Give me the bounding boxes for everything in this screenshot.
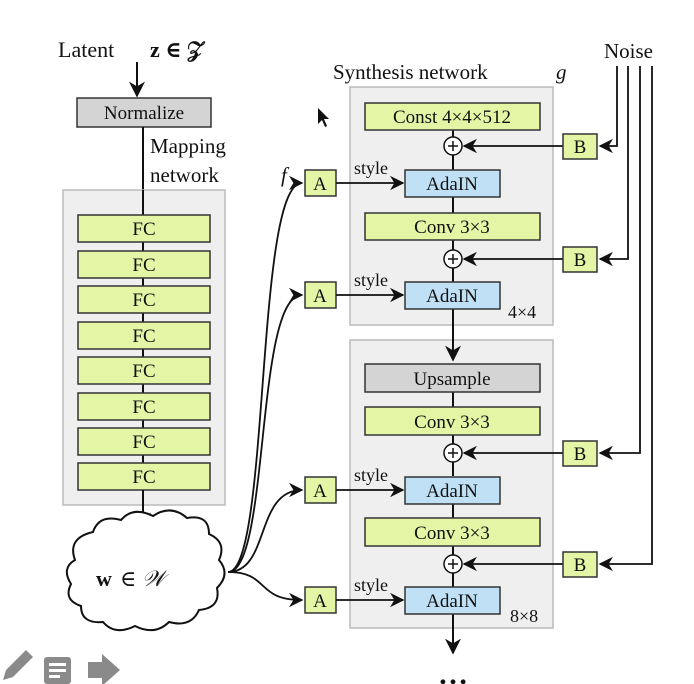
adain-label: AdaIN <box>426 481 478 502</box>
style-label: style <box>354 158 388 178</box>
conv-box <box>364 517 541 547</box>
w-to-a-connector <box>227 287 304 573</box>
b-noise-scale-box <box>562 551 598 578</box>
arrow-right-icon[interactable] <box>88 654 120 684</box>
adain-box <box>404 476 501 505</box>
adain-box <box>404 586 501 615</box>
noise-line <box>598 66 629 267</box>
fc-layer <box>77 392 211 421</box>
fc-layer <box>77 356 211 385</box>
fc-label: FC <box>132 432 155 453</box>
fc-label: FC <box>132 467 155 488</box>
upsample-label: Upsample <box>413 369 490 390</box>
fc-layer <box>77 462 211 491</box>
note-icon[interactable] <box>44 657 71 684</box>
b-label: B <box>574 250 587 271</box>
noise-line <box>598 66 641 461</box>
conv-label: Conv 3×3 <box>414 523 490 544</box>
const-box <box>364 102 541 131</box>
adain-label: AdaIN <box>426 286 478 307</box>
adain-label: AdaIN <box>426 591 478 612</box>
a-label: A <box>313 286 327 307</box>
mouse-cursor-icon <box>318 108 329 127</box>
normalize-label: Normalize <box>104 103 184 124</box>
res-4x4-label: 4×4 <box>508 302 536 322</box>
adain-box <box>404 281 501 310</box>
noise-line <box>598 66 618 154</box>
fc-layer <box>77 427 211 456</box>
fc-label: FC <box>132 219 155 240</box>
synthesis-g: g <box>556 60 567 84</box>
mapping-label-1: Mapping <box>150 134 226 158</box>
fc-layer <box>77 321 211 350</box>
const-label: Const 4×4×512 <box>393 107 511 128</box>
b-label: B <box>574 555 587 576</box>
b-label: B <box>574 444 587 465</box>
mapping-f: f <box>281 163 290 187</box>
w-to-a-connector <box>227 482 304 573</box>
conv-box <box>364 406 541 436</box>
fc-layer <box>77 214 211 243</box>
fc-layer <box>77 250 211 279</box>
a-label: A <box>313 591 327 612</box>
a-label: A <box>313 481 327 502</box>
a-affine-box <box>304 476 337 504</box>
w-label: w <box>96 566 112 591</box>
w-cloud <box>65 509 226 632</box>
a-label: A <box>313 174 327 195</box>
ellipsis: … <box>438 658 468 684</box>
noise-label: Noise <box>604 39 653 63</box>
a-affine-box <box>304 281 337 309</box>
conv-label: Conv 3×3 <box>414 412 490 433</box>
synthesis-label: Synthesis network <box>333 60 488 84</box>
conv-label: Conv 3×3 <box>414 217 490 238</box>
adain-box <box>404 169 501 198</box>
conv-box <box>364 212 541 241</box>
style-label: style <box>354 465 388 485</box>
w-to-a-connector <box>227 571 304 608</box>
upsample-box <box>364 363 541 393</box>
w-math: ∈ 𝒲 <box>120 566 170 591</box>
pencil-icon[interactable] <box>3 650 33 680</box>
style-label: style <box>354 270 388 290</box>
b-noise-scale-box <box>562 440 598 467</box>
a-affine-box <box>304 586 337 614</box>
fc-label: FC <box>132 361 155 382</box>
b-noise-scale-box <box>562 133 598 160</box>
fc-label: FC <box>132 326 155 347</box>
latent-math: z ∈ 𝒵 <box>150 37 206 63</box>
latent-label: Latent <box>58 37 114 62</box>
w-to-a-connector <box>227 175 304 573</box>
b-noise-scale-box <box>562 246 598 273</box>
b-label: B <box>574 137 587 158</box>
noise-line <box>598 66 653 572</box>
adain-label: AdaIN <box>426 174 478 195</box>
mapping-label-2: network <box>150 163 219 187</box>
res-8x8-label: 8×8 <box>510 606 538 626</box>
fc-label: FC <box>132 397 155 418</box>
fc-layer <box>77 285 211 314</box>
fc-label: FC <box>132 290 155 311</box>
fc-label: FC <box>132 255 155 276</box>
style-label: style <box>354 575 388 595</box>
